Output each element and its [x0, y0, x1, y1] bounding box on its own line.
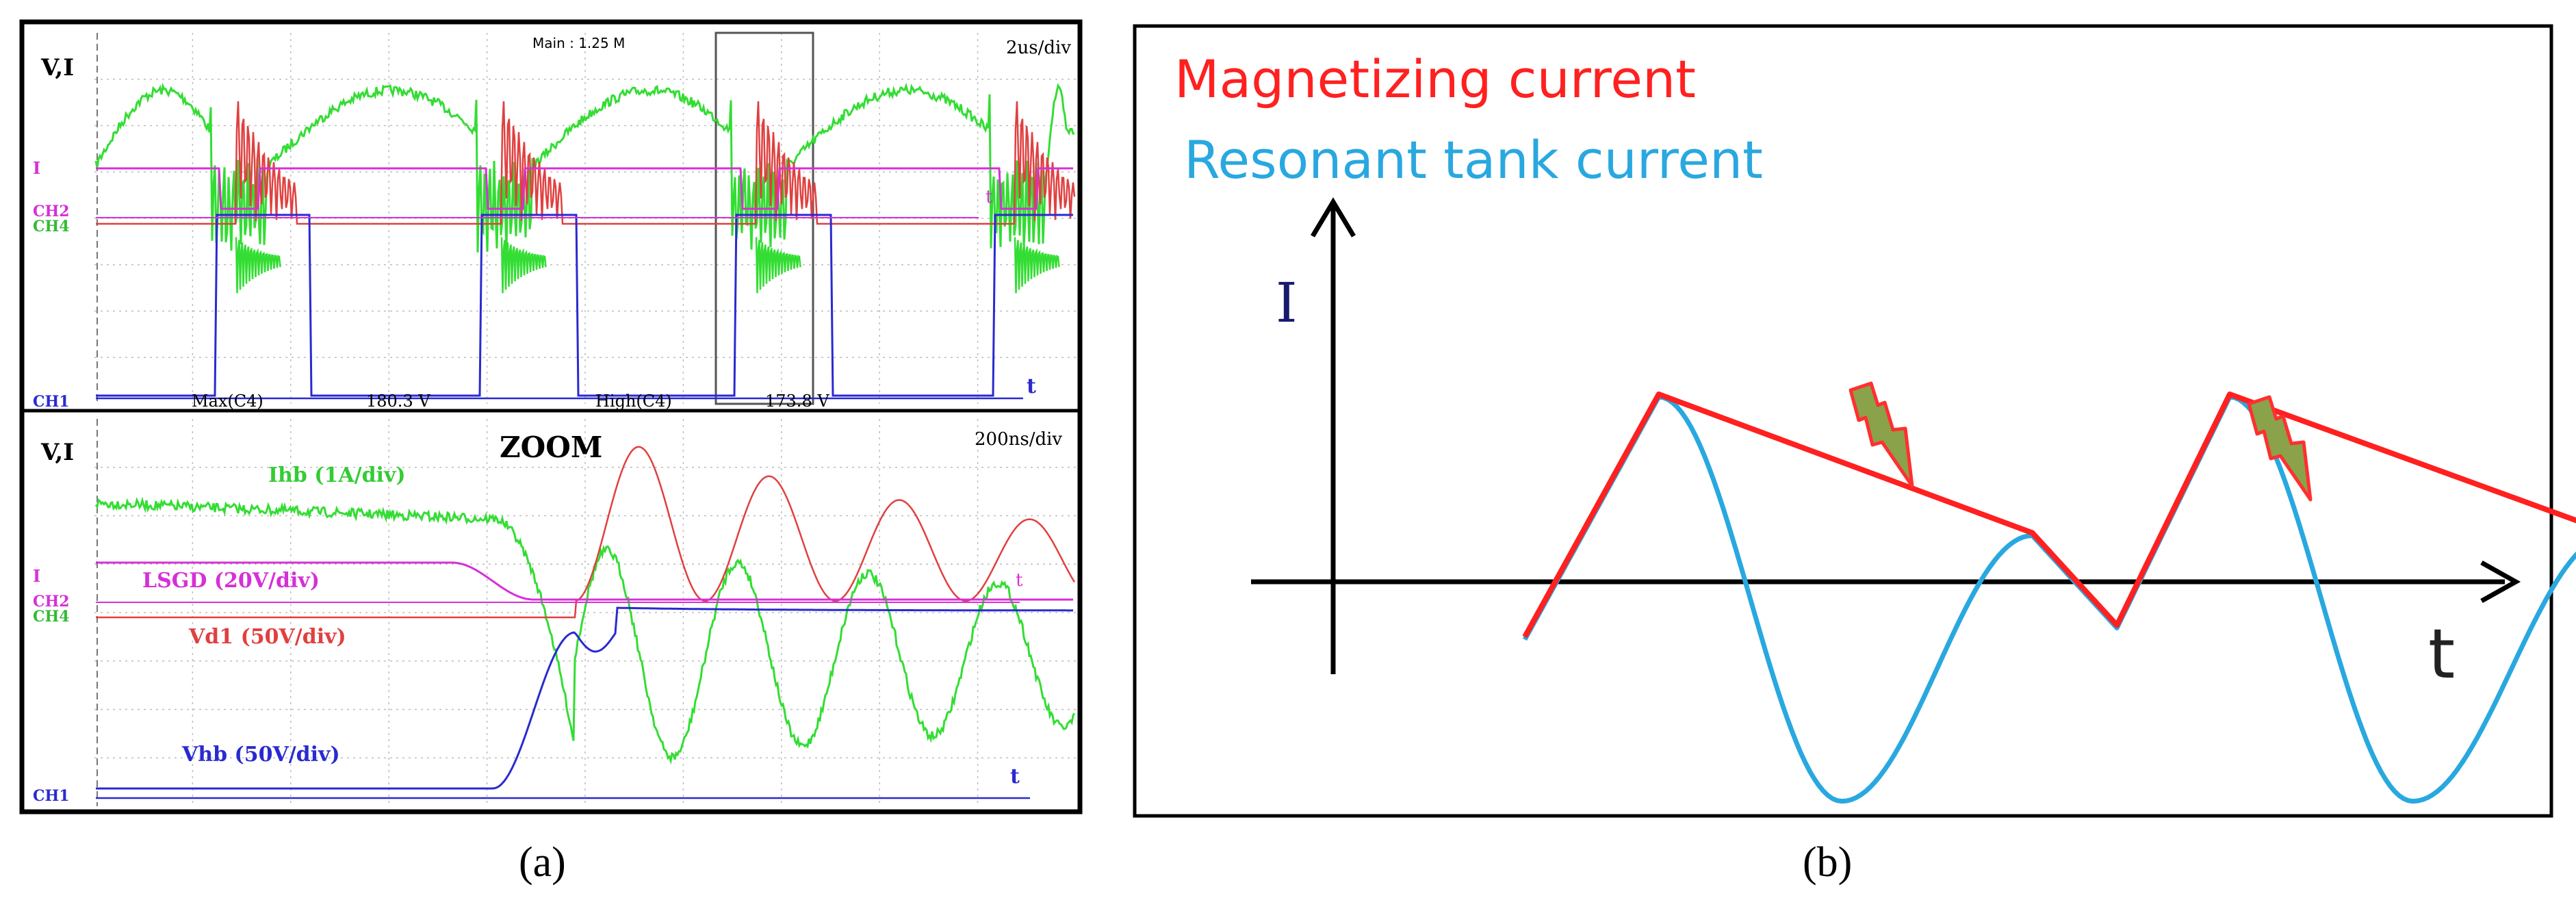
zoom-trace-ihb: [94, 496, 1076, 765]
zoom-i-marker: I: [33, 566, 40, 586]
zoom-trace-vd1: [96, 446, 1076, 619]
oscilloscope-zoom-plot: V,I ZOOM 200ns/div Ihb (1A/div) LSGD (20…: [33, 419, 1076, 806]
top-trace-ihb-ring: [235, 237, 281, 294]
zoom-title: ZOOM: [500, 431, 602, 464]
top-trace-ihb-ring: [755, 237, 801, 294]
zvs-loss-spark-icon: [2247, 395, 2313, 502]
zvs-loss-spark-icon: [1849, 381, 1914, 488]
top-trace-ihb: [94, 82, 1075, 253]
measurement-1-value: 180.3 V: [366, 392, 430, 411]
top-traces: [94, 82, 1076, 400]
top-ch2-marker: CH2: [33, 203, 70, 220]
top-trace-vhb: [96, 214, 1073, 397]
zoom-legend-vd1: Vd1 (50V/div): [188, 625, 346, 649]
top-trace-ihb-ring: [1014, 237, 1060, 294]
x-axis-label: t: [2428, 614, 2455, 694]
series-magnetizing-current: [1522, 392, 2576, 639]
zoom-t-label-magenta: t: [1016, 570, 1023, 591]
measurement-2-value: 173.8 V: [765, 392, 829, 411]
zoom-trace-lsgd: [96, 561, 1073, 601]
zoom-grid: [94, 419, 1076, 806]
zoom-ch2-marker: CH2: [33, 593, 70, 611]
zoom-traces: [94, 446, 1076, 799]
zoom-legend-ihb: Ihb (1A/div): [268, 463, 406, 487]
zoom-ch4-marker: CH4: [33, 608, 70, 626]
panel-b-current-schematic: Magnetizing current Resonant tank curren…: [1133, 24, 2576, 818]
top-t-label-magenta: t: [986, 187, 993, 207]
y-axis-arrowhead: [1310, 197, 1356, 238]
top-t-label-blue: t: [1027, 374, 1036, 398]
top-trace-lsgd: [96, 167, 1073, 210]
measurement-1-label: Max(C4): [192, 392, 263, 411]
panel-a-oscilloscope: V,I Main : 1.25 M 2us/div I CH2 CH4 CH1 …: [19, 19, 1083, 814]
legend-magnetizing-current: Magnetizing current: [1174, 49, 1696, 110]
top-ch4-marker: CH4: [33, 218, 70, 235]
oscilloscope-top-plot: V,I Main : 1.25 M 2us/div I CH2 CH4 CH1 …: [33, 31, 1076, 411]
top-ch1-marker: CH1: [33, 393, 70, 411]
zoom-t-label-blue: t: [1010, 765, 1020, 788]
zoom-ch1-marker: CH1: [33, 787, 70, 805]
top-timebase: 2us/div: [1006, 38, 1071, 58]
y-axis-label: I: [1276, 271, 1298, 335]
panel-a-frame: [19, 19, 1083, 814]
top-i-marker: I: [33, 158, 40, 178]
zoom-y-axis-label: V,I: [40, 439, 74, 466]
legend-resonant-tank-current: Resonant tank current: [1184, 129, 1763, 190]
caption-b: (b): [1803, 839, 1852, 886]
schematic-sparks: [1849, 381, 2313, 502]
caption-a: (a): [519, 839, 566, 886]
top-header: Main : 1.25 M: [532, 35, 625, 51]
zoom-legend-vhb: Vhb (50V/div): [181, 743, 340, 767]
zoom-trace-vhb: [96, 606, 1073, 790]
zoom-timebase: 200ns/div: [975, 429, 1062, 450]
zoom-legend-lsgd: LSGD (20V/div): [142, 569, 320, 593]
schematic-series: [1522, 392, 2576, 804]
top-y-axis-label: V,I: [40, 54, 74, 81]
top-trace-vd1: [96, 101, 1076, 225]
measurement-2-label: High(C4): [595, 392, 672, 411]
top-trace-ihb-ring: [500, 237, 547, 294]
x-axis-arrowhead: [2480, 560, 2521, 604]
panel-b-frame: [1133, 24, 2553, 818]
